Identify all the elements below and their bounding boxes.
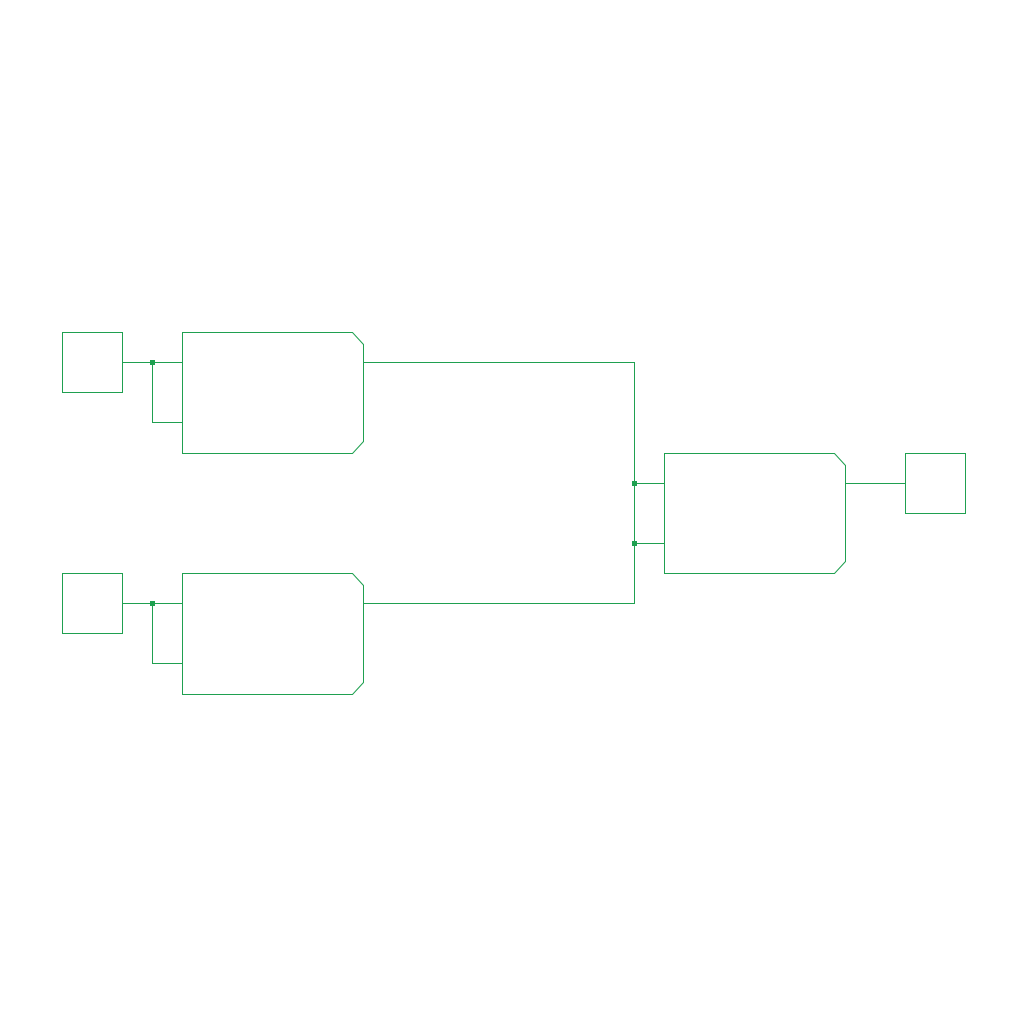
- junction-dot: [150, 601, 155, 606]
- block-1[interactable]: [182, 332, 364, 454]
- junction-dot: [150, 360, 155, 365]
- junction-dot: [632, 481, 637, 486]
- wire-block2-block3: [363, 543, 665, 604]
- block-2[interactable]: [182, 573, 364, 695]
- junction-dot: [632, 541, 637, 546]
- wire-input2-block2-bottom: [152, 603, 183, 664]
- output-terminal-1[interactable]: [905, 453, 966, 514]
- wire-block1-block3: [363, 362, 665, 484]
- wire-input1-block1-bottom: [152, 362, 183, 423]
- input-terminal-2[interactable]: [62, 573, 123, 634]
- block-3[interactable]: [664, 453, 846, 574]
- input-terminal-1[interactable]: [62, 332, 123, 393]
